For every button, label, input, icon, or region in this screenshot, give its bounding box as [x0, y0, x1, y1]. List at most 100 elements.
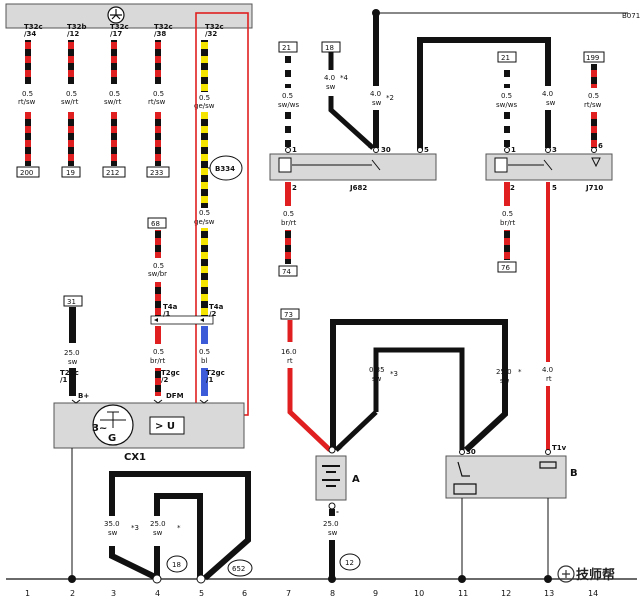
w18-note: *4: [340, 74, 349, 82]
battery-a: [315, 446, 347, 510]
t4a-connector: [150, 315, 214, 325]
wire-color-3: sw/rt: [104, 98, 122, 106]
b-pin30: 30: [466, 448, 476, 456]
column-number: 1: [25, 589, 30, 598]
w74-color: br/rt: [281, 219, 297, 227]
svg-text:12: 12: [345, 559, 354, 567]
b071-label: B071: [622, 12, 640, 20]
w4rt-size: 4.0: [542, 366, 553, 374]
ge-sw2-color: ge/sw: [194, 218, 215, 226]
wire-size-5: 0.5: [199, 94, 210, 102]
top-wire-5-yellow: [201, 40, 208, 316]
wire-035: [373, 347, 465, 450]
ground-symbol-icon: [107, 6, 125, 24]
ref-box-19: 19: [61, 166, 81, 178]
bus-node-11: [458, 575, 466, 583]
wire-size-2: 0.5: [66, 90, 77, 98]
svg-text:200: 200: [20, 169, 33, 177]
t1v-label: T1v: [552, 444, 567, 452]
w25r-size: 25.0: [496, 368, 512, 376]
j710-pin6: 6: [598, 142, 603, 150]
t4a-left-label: T4a/1: [163, 303, 178, 318]
j682-pin1: 1: [292, 146, 297, 154]
wire-21a-upper: [285, 54, 291, 88]
ref-box-199: 199: [583, 51, 605, 63]
svg-text:233: 233: [150, 169, 163, 177]
watermark: 技师帮: [557, 565, 615, 583]
w74-size: 0.5: [283, 210, 294, 218]
w25r-color: sw: [500, 377, 510, 385]
svg-text:21: 21: [282, 44, 291, 52]
w-main-color: sw: [372, 99, 382, 107]
column-number: 11: [458, 589, 468, 598]
t4a-right-label: T4a/2: [209, 303, 224, 318]
svg-text:18: 18: [172, 561, 181, 569]
wire-color-1: rt/sw: [18, 98, 36, 106]
ref-box-233: 233: [146, 166, 170, 178]
module-b-label: B: [570, 468, 578, 479]
wire-battery-top-loop: [330, 319, 508, 453]
wire-035-to-battery: [334, 410, 378, 452]
ref-box-18: 18: [321, 41, 341, 53]
w-main-note: *2: [386, 94, 394, 102]
ref-circle-18: 18: [166, 555, 188, 573]
gen-g-label: G: [108, 433, 116, 444]
column-number: 8: [330, 589, 335, 598]
j710-pin5: 5: [552, 184, 557, 192]
column-number: 2: [70, 589, 75, 598]
svg-text:B334: B334: [215, 165, 235, 173]
j682-pin3: 3: [368, 142, 373, 150]
relay-j710: [485, 147, 613, 181]
pin-label-1: T32c/34: [24, 23, 43, 38]
column-number: 14: [588, 589, 598, 598]
relay-j682: [269, 147, 437, 181]
wire-brrt-upper: [155, 326, 161, 344]
wire-size-1: 0.5: [22, 90, 33, 98]
svg-text:3~: 3~: [92, 423, 107, 434]
battery-minus: -: [336, 508, 339, 516]
watermark-logo-icon: [557, 565, 575, 583]
j710-label: J710: [585, 184, 603, 192]
svg-text:76: 76: [501, 264, 510, 272]
top-wire-3: [111, 40, 117, 166]
bus-node-4: [152, 574, 162, 584]
battery-plus: +: [337, 444, 343, 452]
wire-68-upper: [155, 230, 161, 258]
w25g-color: sw: [153, 529, 163, 537]
w199-color: rt/sw: [584, 101, 602, 109]
ref-box-21a: 21: [278, 41, 298, 53]
w73-color: rt: [287, 357, 293, 365]
svg-text:199: 199: [586, 54, 599, 62]
top-wire-1: [25, 40, 31, 166]
w-brrt-color: br/rt: [150, 357, 166, 365]
wire-size-3: 0.5: [109, 90, 120, 98]
wire-brrt-lower: [155, 368, 161, 396]
svg-text:652: 652: [232, 565, 245, 573]
column-number: 4: [155, 589, 160, 598]
w21b-size: 0.5: [501, 92, 512, 100]
ref-box-68: 68: [147, 217, 167, 229]
wire-blue-lower: [201, 368, 208, 396]
ref-box-74: 74: [278, 265, 298, 277]
ge-sw2-size: 0.5: [199, 209, 210, 217]
w18-size: 4.0: [324, 74, 335, 82]
pin-label-3: T32c/17: [110, 23, 129, 38]
j710-pin2: 2: [510, 184, 515, 192]
svg-text:212: 212: [106, 169, 119, 177]
w035-note: *3: [390, 370, 398, 378]
ground-strap-35-lower: [109, 546, 159, 581]
wire-76-upper: [504, 182, 510, 206]
b334-component: B334: [208, 155, 243, 181]
w73-size: 16.0: [281, 348, 297, 356]
top-wire-4: [155, 40, 161, 166]
cx1-label: CX1: [124, 452, 146, 463]
column-number: 9: [373, 589, 378, 598]
column-number: 3: [111, 589, 116, 598]
w25b-size: 25.0: [323, 520, 339, 528]
w-main-size: 4.0: [370, 90, 381, 98]
wire-73-lower: [287, 368, 332, 452]
wire-j682-to-j710: [417, 37, 551, 150]
svg-text:21: 21: [501, 54, 510, 62]
